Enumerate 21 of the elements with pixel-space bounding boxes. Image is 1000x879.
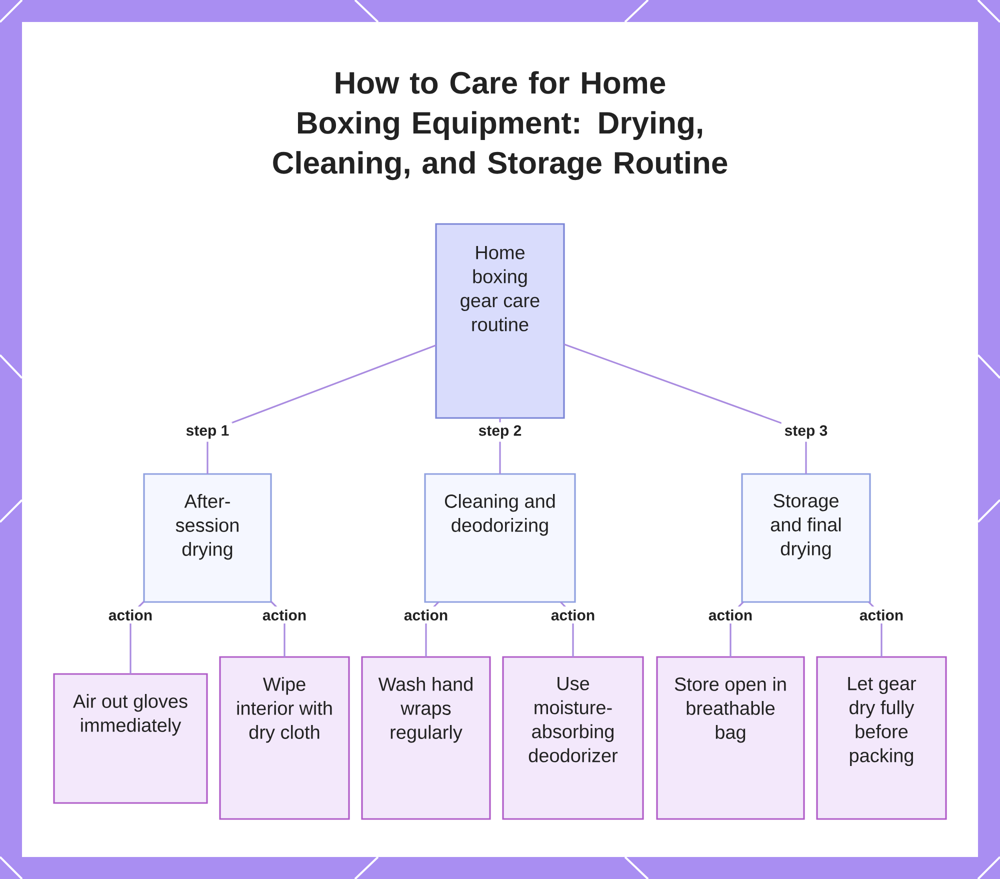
edge-label: step 2: [475, 422, 525, 442]
action-box: Wipe interior with dry cloth: [219, 656, 350, 820]
action-box: Air out gloves immediately: [53, 673, 208, 804]
edge-label: action: [259, 606, 310, 624]
edge-label: step 3: [781, 422, 831, 442]
connector-line: [206, 344, 436, 474]
root-box: Home boxing gear care routine: [435, 223, 565, 419]
action-box: Use moisture-absorbing deodorizer: [502, 656, 644, 820]
step-box: Cleaning and deodorizing: [424, 473, 576, 603]
title: How to Care for Home Boxing Equipment: Drying, Cleaning, and Storage Routine: [273, 71, 728, 180]
step-box: After-session drying: [143, 473, 272, 603]
edge-label: step 1: [182, 422, 232, 442]
edge-label: action: [856, 606, 907, 624]
action-box: Let gear dry fully before packing: [816, 656, 947, 820]
edge-label: action: [400, 606, 452, 624]
action-box: Wash hand wraps regularly: [361, 656, 491, 820]
edge-label: action: [705, 606, 756, 624]
step-box: Storage and final drying: [741, 473, 871, 603]
edge-label: action: [105, 606, 156, 624]
action-box: Store open in breathable bag: [656, 656, 805, 820]
edge-label: action: [548, 606, 598, 624]
